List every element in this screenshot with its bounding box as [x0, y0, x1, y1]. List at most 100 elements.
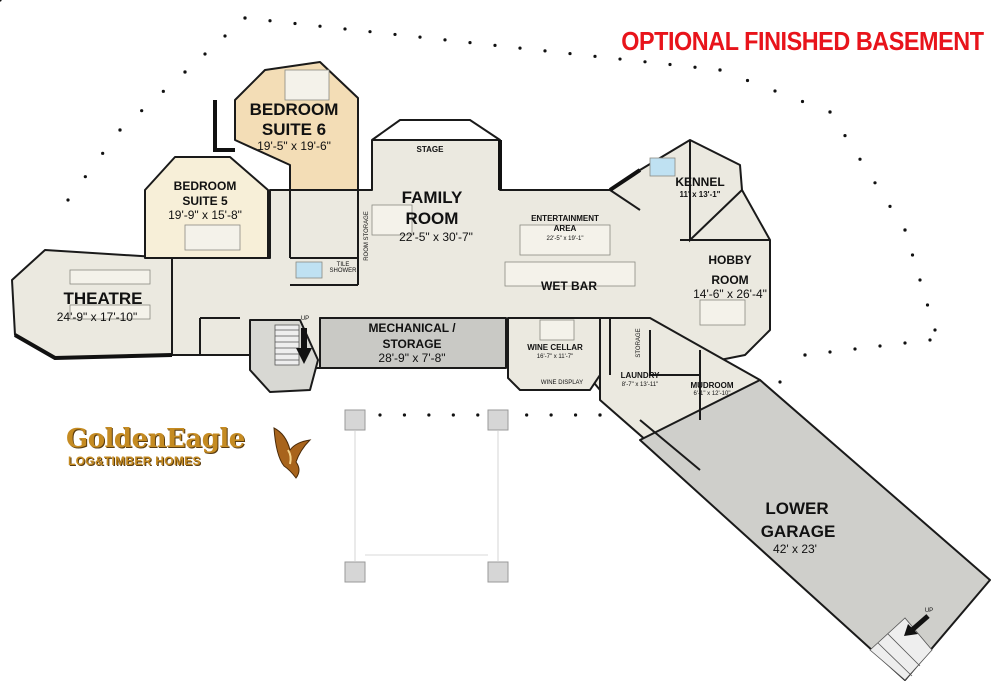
main-stairs — [274, 324, 300, 366]
mudroom-dims: 6'-1" x 12'-10" — [694, 391, 731, 397]
bar-counter — [504, 261, 636, 287]
deck-dot — [573, 413, 578, 417]
deck-dot — [518, 46, 522, 50]
deck-dot — [318, 24, 322, 28]
deck-dot — [828, 350, 832, 354]
deck-dot — [858, 157, 862, 161]
deck-dot — [203, 52, 207, 56]
laundry-name: LAUNDRY — [621, 371, 660, 380]
deck-dot — [66, 198, 70, 202]
deck-dot — [183, 70, 187, 74]
interior-walls — [171, 119, 770, 471]
deck-dot — [910, 253, 915, 257]
deck-dot — [268, 19, 272, 23]
mechanical-name2: STORAGE — [382, 337, 441, 351]
mechanical-dims: 28'-9" x 7'-8" — [378, 351, 445, 365]
family-name2: ROOM — [406, 209, 459, 228]
deck-dot — [476, 413, 480, 417]
bedroom5-dims: 19'-9" x 15'-8" — [168, 208, 242, 222]
deck-dot — [418, 35, 422, 39]
roomstorage-label: ROOM STORAGE — [364, 211, 370, 261]
deck-dot — [378, 413, 382, 417]
hobby-table — [699, 299, 746, 326]
bedroom6-name2: SUITE 6 — [262, 120, 326, 139]
main-up-label: UP — [301, 316, 309, 322]
wetbar-label: WET BAR — [541, 279, 597, 293]
deck-dot — [873, 181, 877, 185]
theatre-dims: 24'-9" x 17'-10" — [57, 310, 137, 324]
garage-arrow-icon — [904, 614, 930, 636]
family-dims: 22'-5" x 30'-7" — [399, 230, 473, 244]
deck-dot — [598, 413, 602, 417]
deck-dot — [933, 328, 937, 332]
family-name1: FAMILY — [402, 188, 463, 207]
deck-dot — [468, 41, 472, 45]
deck-dot — [568, 51, 572, 56]
entertainment-table — [519, 224, 611, 256]
deck-dot — [223, 34, 227, 38]
mudroom-name: MUDROOM — [690, 381, 733, 390]
deck-dot — [83, 175, 87, 179]
deck-dot — [543, 49, 547, 53]
exterior-walls — [14, 100, 642, 361]
deck-dot — [888, 204, 892, 208]
furniture — [69, 69, 746, 341]
company-logo: GoldenEagle LOG&TIMBER HOMES — [66, 424, 316, 484]
deck-dot — [853, 347, 857, 351]
entertainment-dims: 22'-5" x 19'-1" — [547, 236, 584, 242]
bed-6 — [284, 69, 330, 101]
winecellar-dims: 16'-7" x 11'-7" — [537, 354, 573, 360]
mechanical-name1: MECHANICAL / — [368, 321, 456, 335]
bed-5 — [184, 224, 241, 251]
deck-dot — [525, 413, 529, 417]
down-arrow-icon — [296, 328, 312, 364]
deck-dot — [828, 110, 832, 114]
deck-dot — [745, 78, 750, 83]
deck-dot — [928, 338, 932, 342]
winecellar-name: WINE CELLAR — [527, 343, 583, 352]
logo-line1: GoldenEagle — [66, 424, 245, 454]
deck-dot — [443, 38, 447, 42]
theatre-seats — [69, 269, 151, 285]
theatre-name: THEATRE — [63, 289, 142, 308]
deck-dot — [903, 341, 907, 345]
tileshower-name1: TILE — [337, 262, 350, 268]
deck-dot — [549, 413, 553, 417]
deck-dot — [843, 134, 847, 138]
deck-dot — [368, 30, 372, 34]
deck-dot — [800, 99, 805, 104]
bedroom5-name2: SUITE 5 — [182, 194, 228, 208]
deck-dot — [140, 109, 144, 113]
deck-dot — [493, 43, 497, 47]
storage-label: STORAGE — [636, 328, 642, 357]
entertainment-name2: AREA — [554, 224, 577, 233]
deck-dot — [878, 344, 882, 348]
deck-dot — [243, 16, 247, 20]
deck-dot — [427, 413, 431, 417]
family-sofa — [371, 204, 413, 236]
bedroom6-name1: BEDROOM — [250, 100, 339, 119]
garage-name2: GARAGE — [761, 522, 836, 541]
mechanical-storage-area — [319, 317, 507, 369]
entertainment-name1: ENTERTAINMENT — [531, 214, 599, 223]
logo-line2: LOG&TIMBER HOMES — [68, 454, 201, 468]
deck-dot — [643, 60, 647, 64]
tileshower-name2: SHOWER — [330, 268, 358, 274]
deck-dot — [773, 89, 777, 93]
laundry-dims: 8'-7" x 13'-11" — [622, 382, 658, 388]
deck-dot — [918, 278, 922, 282]
bedroom6-dims: 19'-5" x 19'-6" — [257, 139, 331, 153]
tub — [295, 261, 323, 279]
page-title: OPTIONAL FINISHED BASEMENT — [621, 26, 985, 56]
stage-label: STAGE — [417, 145, 445, 154]
deck-dot — [118, 128, 122, 132]
deck-dot — [778, 380, 782, 384]
winedisplay-label: WINE DISPLAY — [541, 380, 583, 386]
deck-dot — [618, 57, 622, 61]
deck-dot — [718, 68, 722, 72]
wine-table — [539, 319, 575, 341]
deck-dot — [343, 27, 347, 31]
deck-dot — [803, 353, 807, 357]
kennel-tub — [649, 157, 676, 177]
deck-dot — [693, 65, 697, 69]
